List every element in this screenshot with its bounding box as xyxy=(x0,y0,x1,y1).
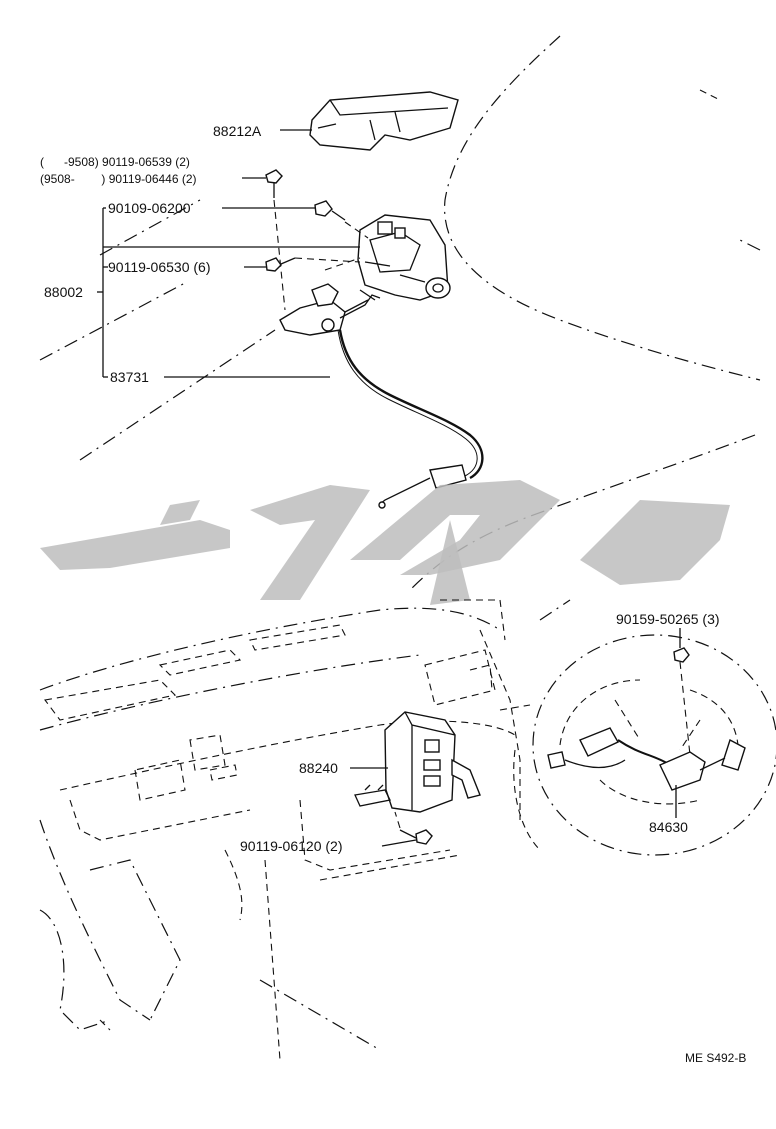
cover-icon xyxy=(280,91,459,151)
label-bolt-range-1: ( -9508) 90119-06539 (2) xyxy=(40,155,190,169)
label-bolt-range-2: (9508- ) 90119-06446 (2) xyxy=(40,172,197,186)
steering-wheel-icon xyxy=(532,628,776,856)
label-bolt-b: 90119-06530 (6) xyxy=(108,259,210,275)
bolt-icon xyxy=(359,289,376,301)
control-cable-icon xyxy=(337,329,484,509)
bolt-icon xyxy=(314,200,346,221)
bolt-icon xyxy=(265,169,283,198)
leader-lines-top xyxy=(97,177,360,378)
bolt-icon xyxy=(265,257,296,272)
label-switch: 84630 xyxy=(649,819,688,835)
bolt-icon xyxy=(399,829,433,845)
label-assembly: 88002 xyxy=(44,284,83,300)
watermark-logo xyxy=(40,480,730,605)
computer-module-icon xyxy=(350,711,481,847)
label-computer: 88240 xyxy=(299,760,338,776)
dashboard-outline xyxy=(39,599,571,1061)
bolt-icon xyxy=(673,647,690,663)
label-cable: 83731 xyxy=(110,369,149,385)
label-screw-wheel: 90159-50265 (3) xyxy=(616,611,720,627)
actuator-assembly-icon xyxy=(265,169,451,336)
part-labels: 88212A ( -9508) 90119-06539 (2) (9508- )… xyxy=(40,123,746,1065)
label-bolt-a: 90109-06200 xyxy=(108,200,191,216)
label-cover: 88212A xyxy=(213,123,262,139)
label-bolt-c: 90119-06120 (2) xyxy=(240,838,342,854)
footer-code: ME S492-B xyxy=(685,1051,746,1065)
